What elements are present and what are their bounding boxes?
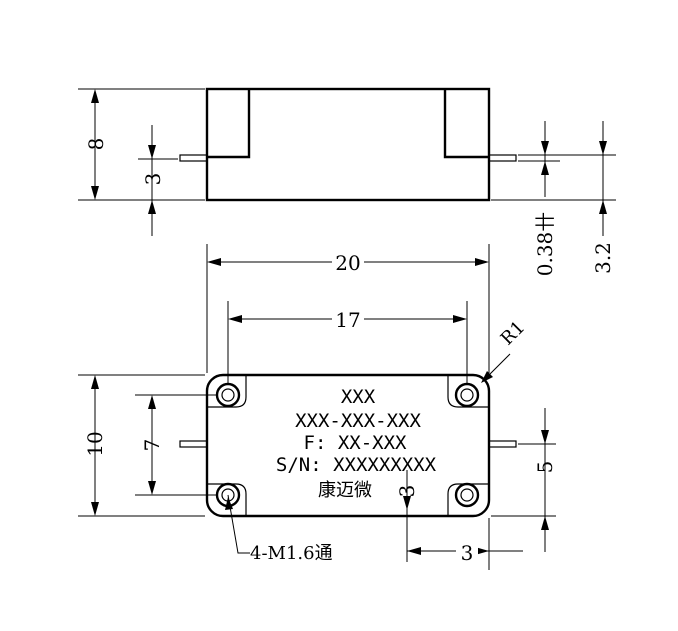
dim-pin-position-label: 3: [461, 541, 474, 565]
side-view-left-pin: [179, 154, 208, 162]
dim-pin-thickness: 0.38卄: [533, 121, 557, 276]
dim-pin-offset-3-2: 3.2: [591, 121, 615, 274]
side-view-right-pin: [488, 154, 517, 162]
corner-notch-br: [447, 483, 489, 516]
dim-corner-radius-label: R1: [497, 317, 530, 350]
dim-height-8: 8: [84, 89, 108, 200]
dim-pin-offset-label: 3.2: [591, 242, 615, 274]
corner-notch-tl: [207, 375, 247, 408]
dim-hole-spacing-7: 7: [140, 395, 164, 495]
hole-callout-label: 4-M1.6通: [250, 543, 333, 564]
dim-length-label: 20: [335, 251, 360, 275]
top-view-right-pin: [488, 440, 517, 448]
dim-pin-height-3: 3: [141, 125, 165, 236]
hole-callout: 4-M1.6通: [225, 494, 333, 564]
corner-notch-bl: [207, 483, 247, 516]
dim-height-label: 8: [84, 138, 108, 151]
side-view-left-step: [207, 89, 251, 159]
dim-pin-to-edge-3: 3: [395, 470, 419, 510]
label-line-1: XXX: [341, 386, 376, 408]
dim-pin-height-label: 3: [141, 173, 165, 186]
dim-hole-spacing-17: 17: [228, 307, 467, 332]
dim-corner-radius: R1: [481, 317, 529, 383]
top-view: XXX XXX-XXX-XXX F: XX-XXX S/N: XXXXXXXXX…: [78, 244, 557, 570]
dim-width-label: 10: [83, 431, 107, 456]
dim-width-10: 10: [83, 375, 107, 516]
product-label: XXX XXX-XXX-XXX F: XX-XXX S/N: XXXXXXXXX…: [276, 386, 437, 501]
side-view-right-step: [443, 89, 489, 159]
corner-notch-tr: [447, 375, 489, 408]
mounting-hole-tl: [215, 382, 241, 408]
label-line-5: 康迈微: [318, 480, 372, 501]
label-line-3: F: XX-XXX: [304, 432, 408, 454]
dim-pin-position-3: 3: [407, 540, 523, 565]
dim-pin-from-bottom-5: 5: [533, 408, 557, 552]
mounting-hole-br: [454, 482, 480, 508]
top-view-left-pin: [179, 440, 208, 448]
dim-pin-to-edge-label: 3: [395, 485, 419, 498]
side-view: 8 3 0.38卄 3.2: [78, 87, 616, 276]
dim-pin-from-bottom-label: 5: [533, 461, 557, 474]
mounting-hole-tr: [454, 382, 480, 408]
dim-hole-spacing-y-label: 7: [140, 439, 164, 452]
side-view-body: [205, 87, 491, 202]
label-line-2: XXX-XXX-XXX: [295, 410, 421, 432]
dim-pin-thickness-label: 0.38卄: [533, 212, 557, 277]
dim-length-20: 20: [207, 250, 489, 275]
label-line-4: S/N: XXXXXXXXX: [276, 454, 437, 476]
dim-hole-spacing-x-label: 17: [335, 308, 360, 332]
